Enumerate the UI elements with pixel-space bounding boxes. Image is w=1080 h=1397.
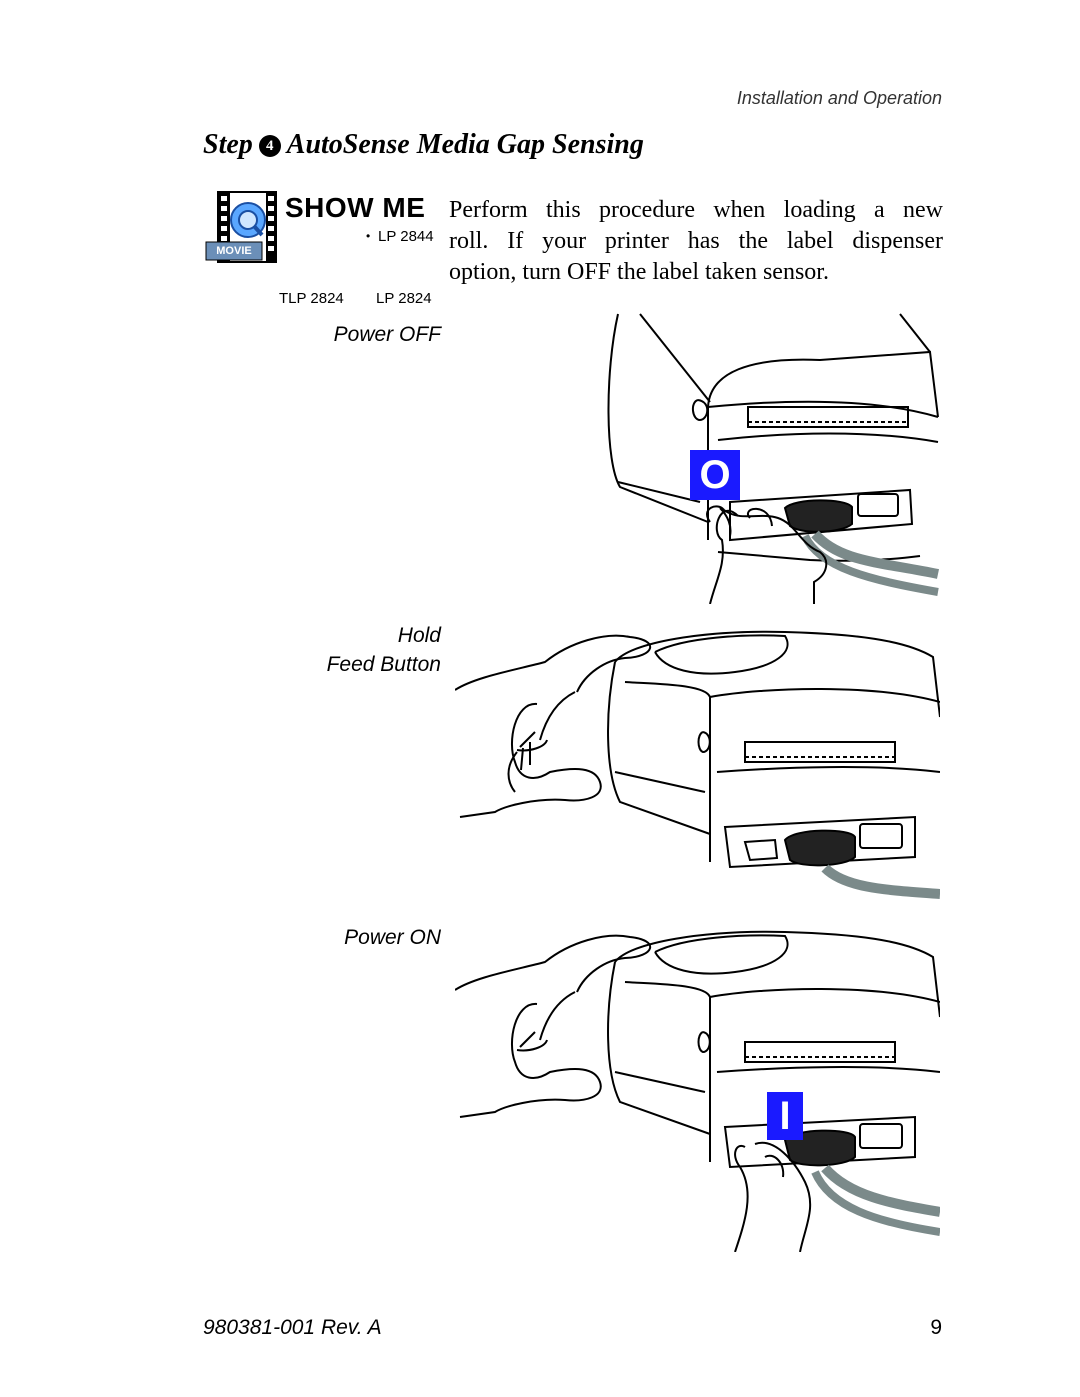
model-lp2824[interactable]: LP 2824	[376, 290, 432, 307]
printer-power-off-illustration	[607, 313, 940, 604]
feed-button-label: Feed Button	[326, 653, 441, 676]
power-on-symbol: I	[767, 1092, 803, 1140]
movie-icon[interactable]: MOVIE	[204, 190, 282, 268]
document-id: 980381-001 Rev. A	[203, 1316, 382, 1339]
power-off-symbol: O	[690, 450, 740, 500]
printer-power-on-illustration	[455, 930, 940, 1252]
intro-line: option, turn OFF the label taken sensor.	[449, 259, 829, 285]
step-heading: AutoSense Media Gap Sensing	[286, 129, 644, 160]
printer-feed-button-illustration	[455, 630, 940, 899]
intro-line: roll. If your printer has the label disp…	[449, 228, 943, 254]
step-number-badge: 4	[258, 135, 281, 157]
model-lp2844[interactable]: LP 2844	[378, 228, 434, 245]
power-off-label: Power OFF	[333, 323, 441, 346]
page-number: 9	[930, 1316, 942, 1339]
model-tlp2824[interactable]: TLP 2824	[279, 290, 344, 307]
running-header: Installation and Operation	[736, 88, 942, 108]
movie-label: MOVIE	[216, 245, 252, 257]
show-me-label[interactable]: SHOW ME	[285, 192, 426, 223]
intro-paragraph: Perform this procedure when loading a ne…	[449, 195, 943, 288]
step-prefix: Step	[203, 129, 253, 160]
intro-line: Perform this procedure when loading a ne…	[449, 197, 943, 223]
power-on-label: Power ON	[344, 926, 441, 949]
bullet-icon: •	[366, 229, 371, 243]
hold-label: Hold	[397, 624, 441, 647]
